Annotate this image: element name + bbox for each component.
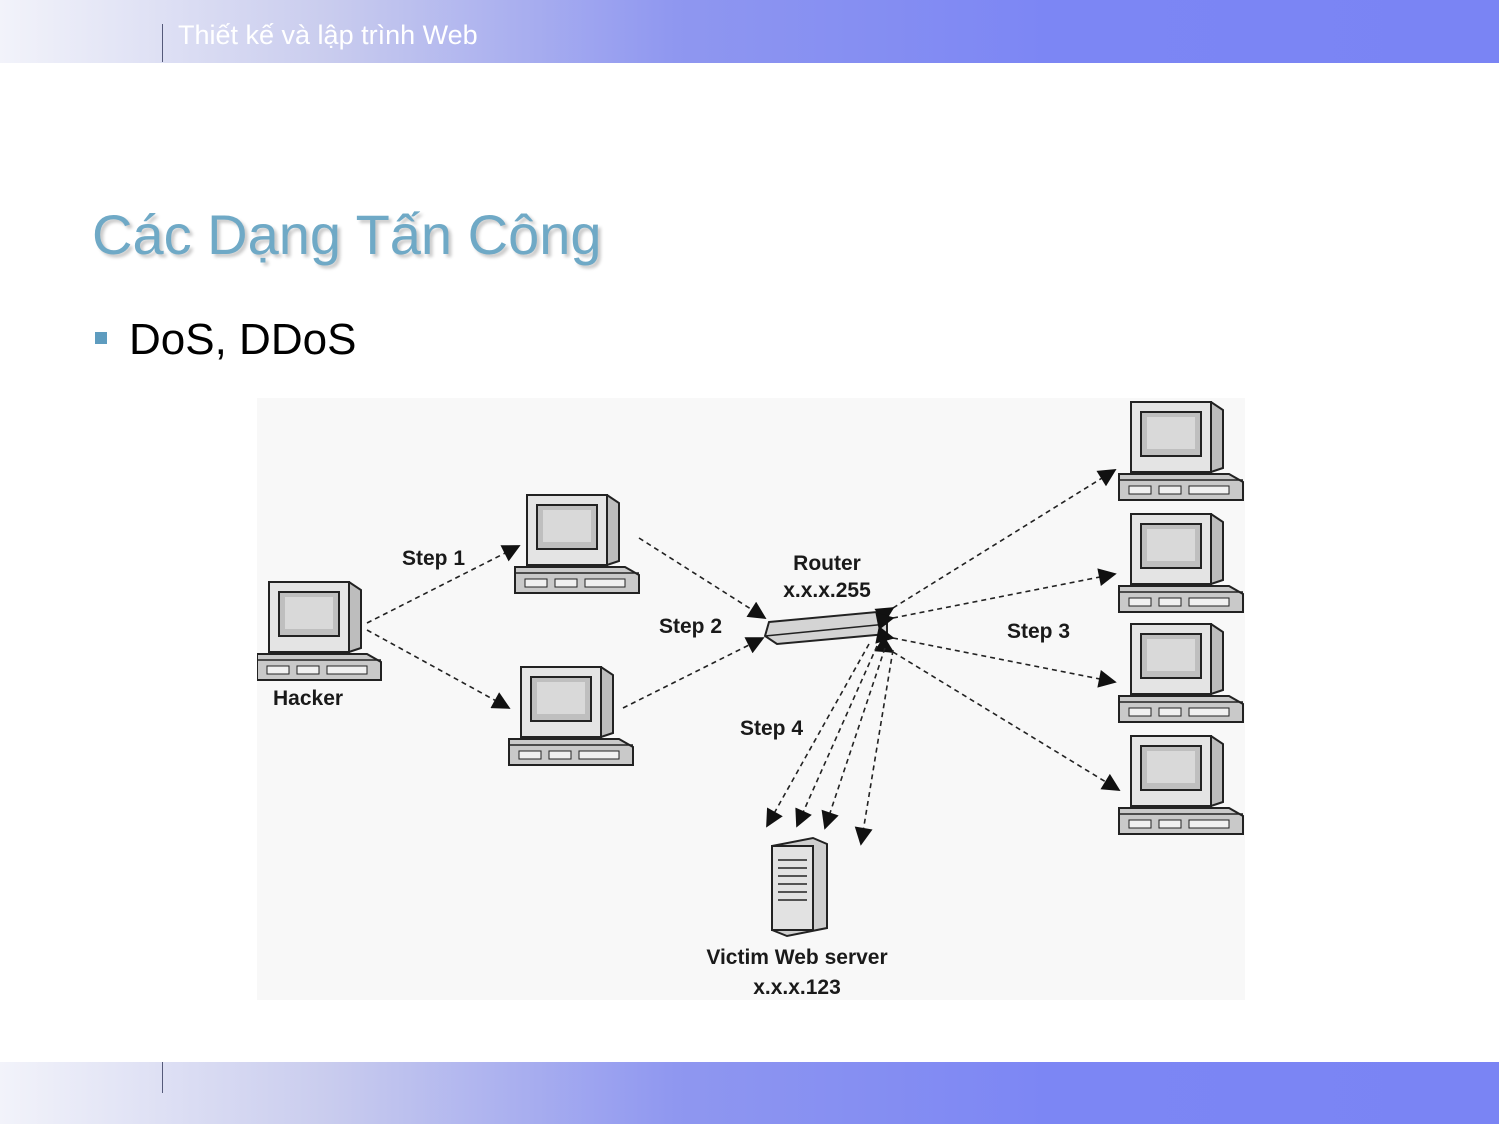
footer-separator (162, 1062, 163, 1093)
step3-arrow (875, 568, 1117, 630)
victim-server-icon (771, 836, 828, 938)
step2-arrow (638, 537, 767, 619)
footer-band (0, 1062, 1499, 1124)
slide-title: Các Dạng Tấn Công (92, 203, 602, 266)
step1-arrow (366, 629, 511, 709)
ddos-diagram: Hacker Step 1 Step 2 Step 3 Step 4 Route… (257, 398, 1245, 1000)
router-label: Router (793, 552, 861, 575)
header-separator (162, 24, 163, 62)
step4-arrow (854, 649, 894, 846)
router-ip-label: x.x.x.255 (783, 579, 871, 602)
step4-arrow (795, 645, 878, 828)
step3-arrow (874, 469, 1117, 625)
step2-arrow (622, 637, 765, 709)
step3-arrow (874, 635, 1121, 791)
bullet-square-icon (95, 332, 107, 344)
bullet-text: DoS, DDoS (129, 315, 357, 364)
step1-label: Step 1 (402, 547, 465, 570)
diagram-background (257, 398, 1245, 1000)
victim-ip-label: x.x.x.123 (753, 976, 841, 999)
hacker-label: Hacker (273, 687, 343, 710)
step1-arrow (366, 545, 521, 624)
step4-arrow (766, 643, 870, 828)
step4-label: Step 4 (740, 717, 803, 740)
step3-label: Step 3 (1007, 620, 1070, 643)
course-title: Thiết kế và lập trình Web (178, 20, 478, 50)
step2-label: Step 2 (659, 615, 722, 638)
victim-label: Victim Web server (706, 946, 887, 969)
step4-arrow (821, 647, 886, 830)
header-band (0, 0, 1499, 63)
